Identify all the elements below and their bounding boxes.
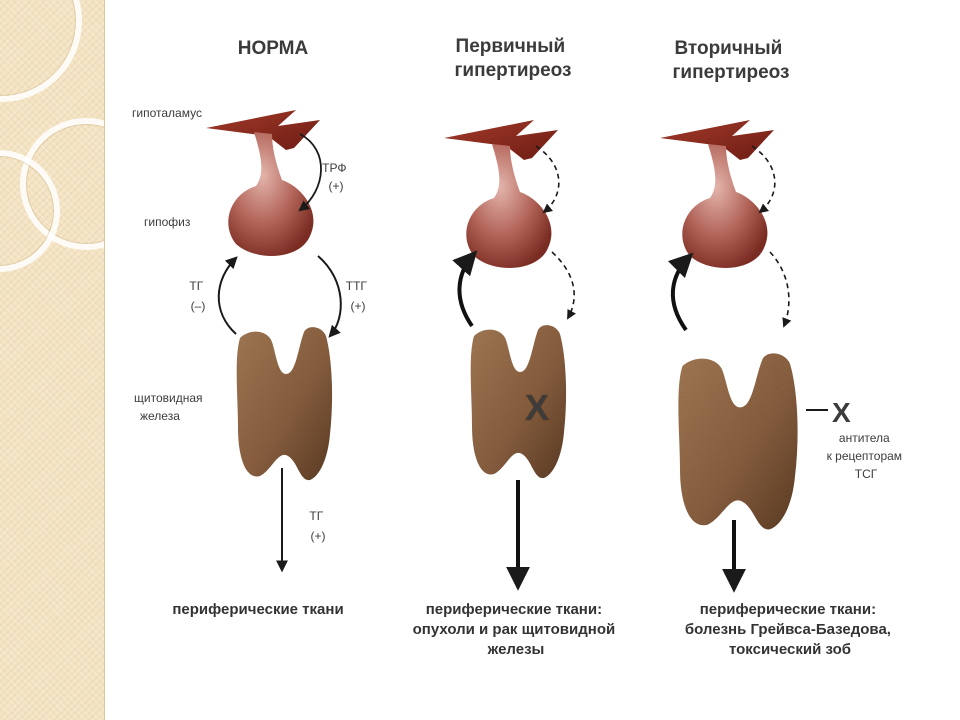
label-trf: ТРФ (+) <box>322 161 350 193</box>
antibody-label: антитела к рецепторам ТСГ <box>827 431 906 481</box>
label-pituitary: гипофиз <box>144 215 191 229</box>
column-title: Первичный гипертиреоз <box>455 36 572 81</box>
label-tg-peripheral: ТГ (+) <box>309 509 326 543</box>
label-thyroid: щитовидная железа <box>134 391 206 423</box>
label-ttg: ТТГ (+) <box>346 279 371 313</box>
peripheral-label: периферические ткани: опухоли и рак щито… <box>413 601 620 658</box>
decorative-side-strip <box>0 0 105 720</box>
label-tg-inhibit: ТГ (–) <box>189 279 206 313</box>
column-primary-hyperthyroidism: Первичный гипертиреоз X периферические т… <box>413 36 620 658</box>
peripheral-label: периферические ткани <box>172 601 343 618</box>
label-hypothalamus: гипоталамус <box>132 106 202 120</box>
column-title: Вторичный гипертиреоз <box>673 38 790 83</box>
column-norm: НОРМА гипоталамус гипофиз щитовидная жел… <box>132 38 371 618</box>
x-mark: X <box>525 387 549 428</box>
peripheral-label: периферические ткани: болезнь Грейвса-Ба… <box>685 601 895 658</box>
column-secondary-hyperthyroidism: Вторичный гипертиреоз X антитела к рецеп… <box>660 38 906 658</box>
column-title: НОРМА <box>238 38 309 59</box>
x-mark: X <box>832 397 851 428</box>
